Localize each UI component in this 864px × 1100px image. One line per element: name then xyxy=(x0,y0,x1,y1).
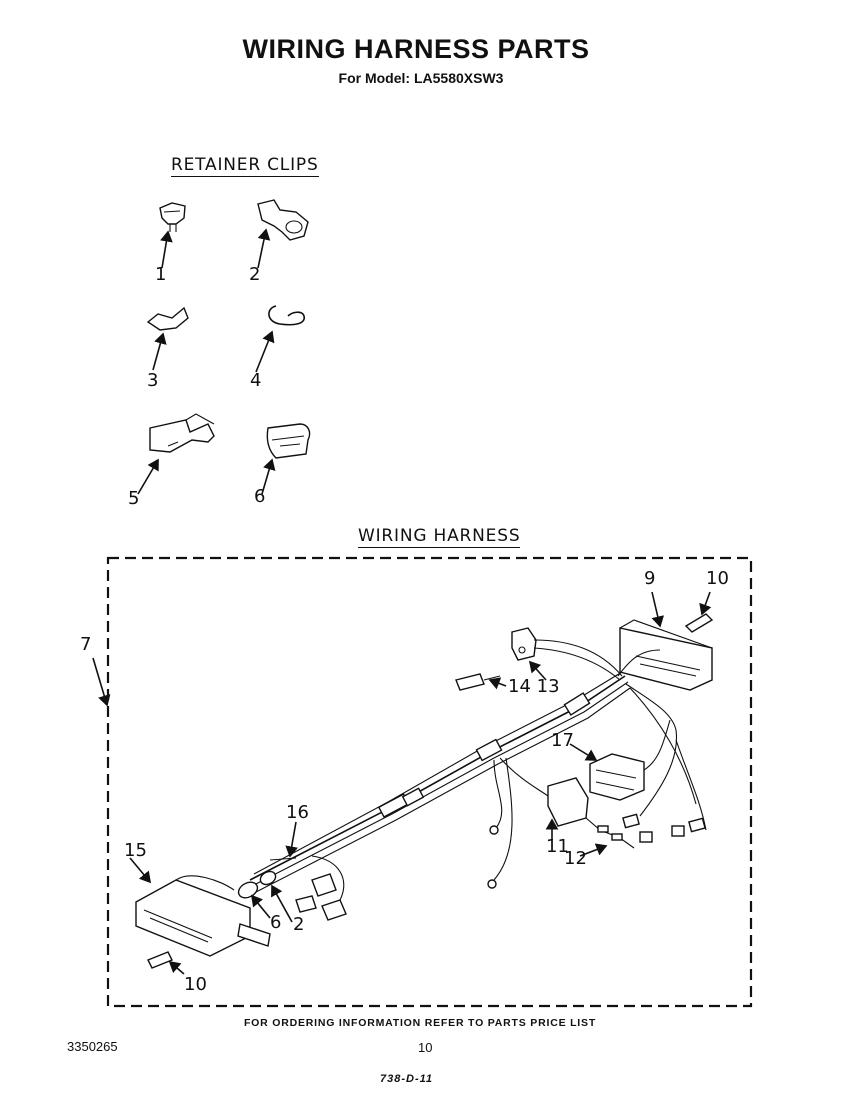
connector-block-15-drawing xyxy=(129,857,271,957)
harness-callout-9: 9 xyxy=(644,568,656,589)
harness-clip-2-drawing xyxy=(259,870,293,923)
terminal-10-bottom-drawing xyxy=(147,951,185,975)
retainer-clip-3-drawing xyxy=(146,306,189,371)
handwritten-code: 738-D-11 xyxy=(380,1073,434,1085)
clip-callout-5: 5 xyxy=(128,488,140,509)
harness-callout-16: 16 xyxy=(286,802,309,823)
harness-callout-15: 15 xyxy=(124,840,147,861)
harness-callout-14-13: 14 13 xyxy=(508,676,560,697)
harness-callout-10-top: 10 xyxy=(706,568,729,589)
page-number: 10 xyxy=(418,1040,433,1055)
retainer-clip-4-drawing xyxy=(255,305,305,373)
harness-callout-11: 11 xyxy=(546,836,569,857)
right-branch-wires xyxy=(622,683,707,843)
model-subtitle: For Model: LA5580XSW3 xyxy=(338,70,504,86)
retainer-clip-1-drawing xyxy=(159,202,186,269)
page-title: WIRING HARNESS PARTS xyxy=(242,34,590,64)
ground-wires xyxy=(487,757,513,889)
harness-dashed-border xyxy=(106,556,753,1008)
retainer-clip-2-drawing xyxy=(257,199,309,269)
retainer-clip-6-drawing xyxy=(261,423,311,495)
harness-callout-6: 6 xyxy=(270,912,282,933)
clip-16-drawing xyxy=(269,821,298,861)
harness-callout-12: 12 xyxy=(564,848,587,869)
terminal-14-drawing xyxy=(455,673,507,691)
harness-sleeve-6-drawing xyxy=(237,881,271,919)
clip-callout-4: 4 xyxy=(250,370,262,391)
harness-callout-10-bottom: 10 xyxy=(184,974,207,995)
harness-main-bundle xyxy=(249,671,631,893)
clip-callout-3: 3 xyxy=(147,370,159,391)
connector-13-drawing xyxy=(511,627,623,681)
document-number: 3350265 xyxy=(67,1039,118,1054)
callout-7-arrow xyxy=(92,657,111,707)
relay-11-drawing xyxy=(499,757,589,840)
terminals-12-drawing xyxy=(579,817,635,857)
harness-callout-2: 2 xyxy=(293,914,305,935)
connector-17-drawing xyxy=(569,719,671,801)
retainer-clip-5-drawing xyxy=(137,413,215,495)
clip-callout-1: 1 xyxy=(155,264,167,285)
connector-9-drawing xyxy=(617,591,713,691)
harness-callout-7: 7 xyxy=(80,634,92,655)
harness-callout-17: 17 xyxy=(551,730,574,751)
retainer-clips-heading: RETAINER CLIPS xyxy=(171,155,319,177)
clip-callout-2: 2 xyxy=(249,264,261,285)
terminal-10-top-drawing xyxy=(684,591,714,633)
ordering-info-note: FOR ORDERING INFORMATION REFER TO PARTS … xyxy=(243,1017,597,1029)
clip-callout-6: 6 xyxy=(254,486,266,507)
wiring-harness-heading: WIRING HARNESS xyxy=(358,526,521,548)
lower-left-terminals xyxy=(295,855,347,921)
